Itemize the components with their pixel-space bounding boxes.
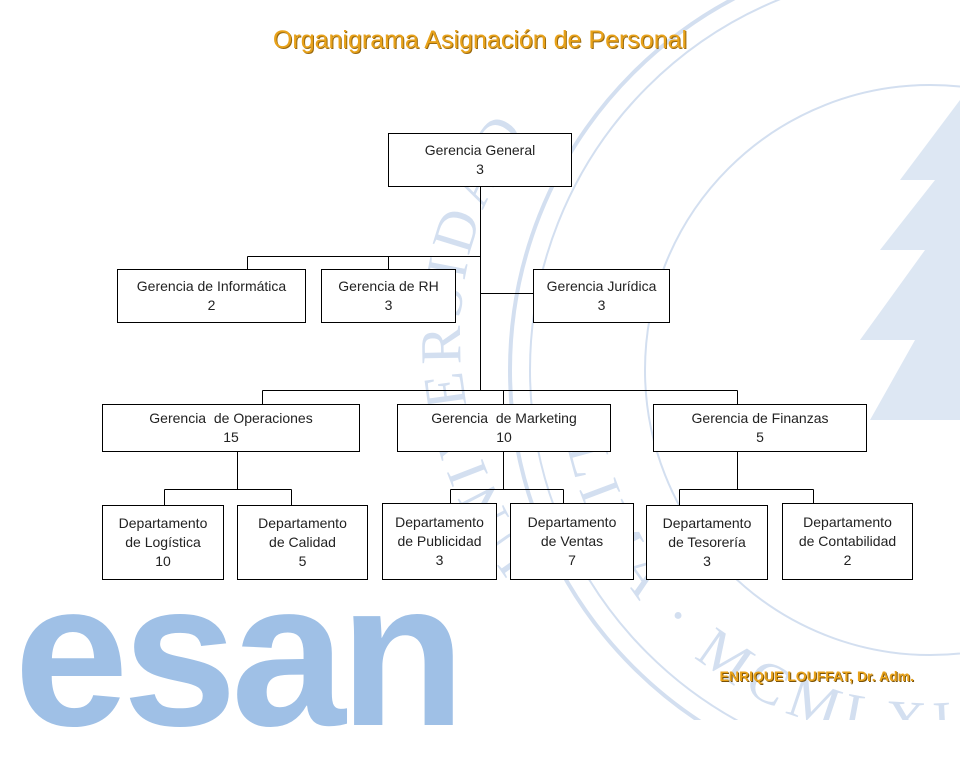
node-name-line2: de Publicidad bbox=[397, 533, 482, 549]
node-gerencia-rh: Gerencia de RH 3 bbox=[321, 269, 456, 323]
node-count: 15 bbox=[223, 429, 239, 445]
node-count: 7 bbox=[568, 552, 576, 568]
node-name-line2: de Tesorería bbox=[668, 534, 746, 550]
node-name: Gerencia de Informática bbox=[136, 278, 287, 294]
node-count: 10 bbox=[496, 429, 512, 445]
node-name-line1: Departamento bbox=[803, 514, 892, 530]
node-count: 2 bbox=[843, 552, 852, 568]
node-name: Gerencia Jurídica bbox=[546, 278, 657, 294]
node-name-line2: de Ventas bbox=[540, 533, 604, 549]
node-gerencia-operaciones: Gerencia de Operaciones 15 bbox=[102, 404, 360, 452]
node-departamento-contabilidad: Departamento de Contabilidad 2 bbox=[782, 503, 913, 580]
node-name: Gerencia General bbox=[424, 142, 536, 158]
node-name-line1: Departamento bbox=[527, 514, 617, 530]
node-name-line2: de Calidad bbox=[269, 534, 336, 550]
node-name-line1: Departamento bbox=[662, 515, 752, 531]
node-departamento-tesoreria: Departamento de Tesorería 3 bbox=[646, 505, 768, 580]
node-departamento-ventas: Departamento de Ventas 7 bbox=[510, 503, 634, 580]
node-count: 3 bbox=[384, 297, 393, 313]
org-chart-connectors bbox=[164, 186, 814, 506]
node-count: 10 bbox=[155, 553, 171, 569]
node-count: 2 bbox=[207, 297, 216, 313]
esan-logo: esan bbox=[14, 539, 466, 769]
node-gerencia-finanzas: Gerencia de Finanzas 5 bbox=[653, 404, 867, 452]
node-count: 3 bbox=[703, 553, 711, 569]
author-credit: ENRIQUE LOUFFAT, Dr. Adm. bbox=[719, 668, 914, 684]
page-title: Organigrama Asignación de Personal bbox=[272, 26, 688, 54]
node-name-line1: Departamento bbox=[395, 514, 484, 530]
node-name: Gerencia de RH bbox=[338, 278, 439, 294]
node-gerencia-juridica: Gerencia Jurídica 3 bbox=[533, 269, 670, 323]
node-departamento-logistica: Departamento de Logística 10 bbox=[102, 505, 224, 580]
node-name: Gerencia de Marketing bbox=[431, 410, 577, 426]
node-count: 3 bbox=[476, 161, 484, 177]
node-departamento-publicidad: Departamento de Publicidad 3 bbox=[382, 503, 497, 580]
node-count: 5 bbox=[756, 429, 764, 445]
node-name-line1: Departamento bbox=[258, 515, 347, 531]
node-name-line1: Departamento bbox=[118, 515, 208, 531]
node-count: 3 bbox=[435, 552, 444, 568]
node-count: 3 bbox=[597, 297, 606, 313]
node-name-line2: de Contabilidad bbox=[798, 533, 897, 549]
node-departamento-calidad: Departamento de Calidad 5 bbox=[237, 505, 368, 580]
node-gerencia-general: Gerencia General 3 bbox=[388, 133, 572, 187]
node-gerencia-informatica: Gerencia de Informática 2 bbox=[117, 269, 306, 323]
node-gerencia-marketing: Gerencia de Marketing 10 bbox=[397, 404, 611, 452]
node-count: 5 bbox=[298, 553, 307, 569]
node-name: Gerencia de Finanzas bbox=[691, 410, 829, 426]
node-name: Gerencia de Operaciones bbox=[149, 410, 313, 426]
node-name-line2: de Logística bbox=[125, 534, 201, 550]
